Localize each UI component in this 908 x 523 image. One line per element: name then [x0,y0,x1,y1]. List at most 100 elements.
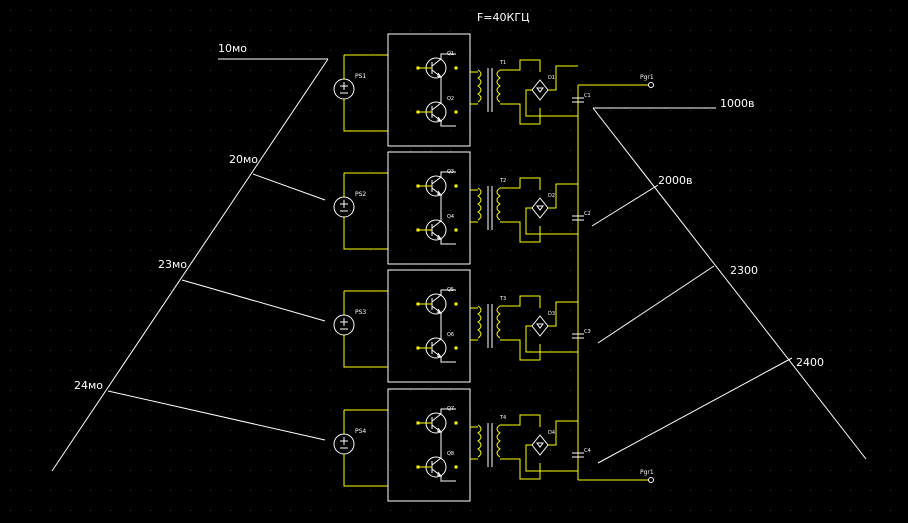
capacitor [572,452,584,458]
pin [416,465,420,469]
driver-box [387,151,471,265]
transistor-top-label: Q1 [447,51,454,57]
transistor-bottom-label: Q8 [447,451,454,457]
diode-label: D2 [548,193,555,199]
power-source-label: PS4 [355,428,366,435]
output-bus [577,84,648,481]
secondary-wires [500,414,541,480]
source-polarity [340,200,348,212]
primary-coil [477,69,482,103]
pin [416,66,420,70]
transformer-label: T1 [499,60,506,66]
right-label-1: 1000в [720,97,754,110]
pin [416,228,420,232]
pin [416,184,420,188]
primary-wires [470,426,478,460]
transistor-top-label: Q5 [447,287,454,293]
transistor-emitter [431,231,442,240]
pin [454,110,458,114]
transistor-bottom-label: Q6 [447,332,454,338]
pin [416,110,420,114]
transistor-emitter [431,187,442,196]
transformer-core [487,186,493,230]
output-terminal-bottom [648,477,654,483]
pin [416,421,420,425]
source-polarity [340,318,348,330]
right-label-2: 2000в [658,174,692,187]
transistor-emitter [431,113,442,122]
gate-wires [418,303,432,349]
transistor-emitter [431,424,442,433]
transistor-emitter [431,69,442,78]
transistor-collector [431,102,442,111]
transistor-collector [431,294,442,303]
diode-symbol [536,205,544,211]
secondary-wires [500,295,541,361]
secondary-wires [500,59,541,125]
capacitor-label: C1 [584,93,591,99]
left-label-3: 23мо [158,258,187,271]
pin [454,66,458,70]
diode-label: D1 [548,75,555,81]
diode-label: D4 [548,430,555,436]
diode-symbol [536,442,544,448]
output-terminal-top [648,82,654,88]
driver-box [387,269,471,383]
transformer-core [487,304,493,348]
diode-bridge [531,79,549,101]
bridge-wires [525,301,578,353]
gate-wires [418,67,432,113]
secondary-coil [496,424,501,458]
capacitor-label: C3 [584,329,591,335]
primary-coil [477,305,482,339]
power-source-label: PS3 [355,309,366,316]
driver-box [387,388,471,502]
bridge-wires [525,420,578,472]
diode-symbol [536,323,544,329]
source-wires [343,172,388,250]
bridge-wires [525,183,578,235]
primary-wires [470,189,478,223]
pin [454,228,458,232]
transformer-label: T2 [499,178,506,184]
diode-symbol [536,87,544,93]
transistor-collector [431,413,442,422]
transistor-emitter [431,305,442,314]
primary-coil [477,424,482,458]
transistor-bottom-label: Q2 [447,96,454,102]
source-wires [343,409,388,487]
driver-box [387,33,471,147]
secondary-wires [500,177,541,243]
power-source-label: PS1 [355,73,366,80]
primary-coil [477,187,482,221]
primary-wires [470,71,478,105]
source-wires [343,54,388,132]
pin [454,184,458,188]
transistor-collector [431,176,442,185]
transformer-label: T3 [499,296,506,302]
pin [454,346,458,350]
transistor-top-label: Q3 [447,169,454,175]
pin [416,302,420,306]
transistor-wires [440,171,456,245]
transistor-bottom-label: Q4 [447,214,454,220]
gate-wires [418,185,432,231]
diode-bridge [531,315,549,337]
capacitor [572,333,584,339]
right-label-3: 2300 [730,264,758,277]
pin [454,421,458,425]
source-polarity [340,437,348,449]
transistor-emitter [431,349,442,358]
transistor-collector [431,338,442,347]
secondary-coil [496,305,501,339]
pin [454,465,458,469]
output-label-top: Pgr1 [640,74,654,81]
frequency-title: F=40КГЦ [477,11,530,24]
capacitor [572,215,584,221]
transistor-wires [440,408,456,482]
capacitor-label: C2 [584,211,591,217]
capacitor [572,97,584,103]
